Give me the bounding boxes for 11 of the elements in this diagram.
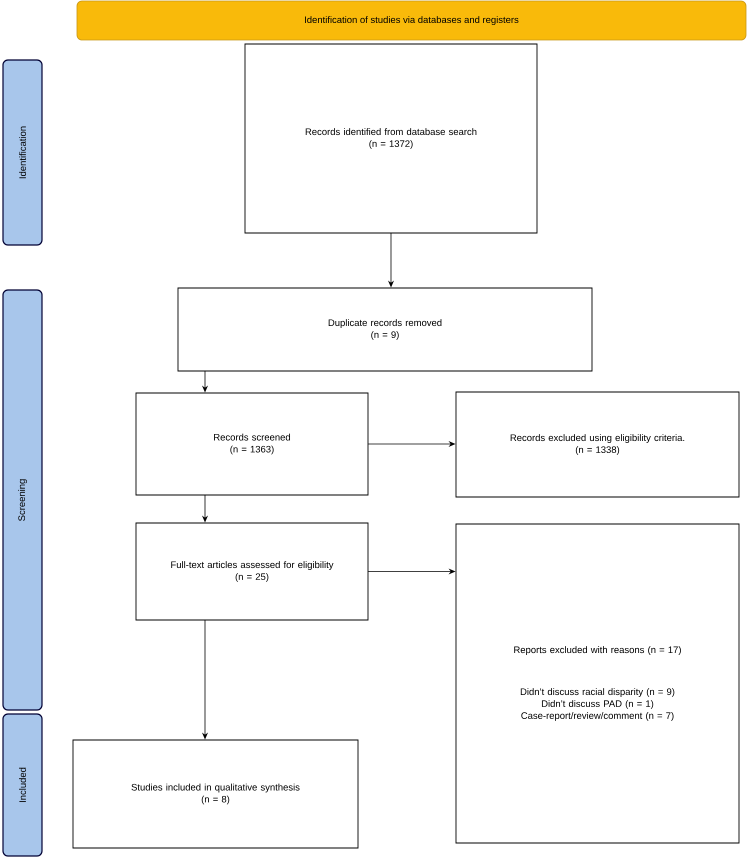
process-box: Records identified from database search (n = 1372): [244, 44, 538, 234]
process-box: Full-text articles assessed for eligibility (n = 25): [136, 522, 368, 620]
phase-label: Identification: [2, 59, 43, 246]
process-box: Records screened (n = 1363): [136, 392, 368, 496]
process-box: Studies included in qualitative synthesis (n = 8): [72, 740, 358, 848]
title-banner: Identification of studies via databases and registers: [76, 0, 746, 40]
phase-label: Included: [2, 713, 43, 857]
phase-label: Screening: [2, 289, 43, 711]
process-box: Reports excluded with reasons (n = 17) Didn’t discuss racial disparity (n = 9) Didn’t discuss PAD (n = 1) Case-report/review/comment (n = 7): [456, 524, 740, 844]
process-box: Duplicate records removed (n = 9): [178, 288, 592, 372]
process-box: Records excluded using eligibility criteria. (n = 1338): [456, 392, 740, 498]
